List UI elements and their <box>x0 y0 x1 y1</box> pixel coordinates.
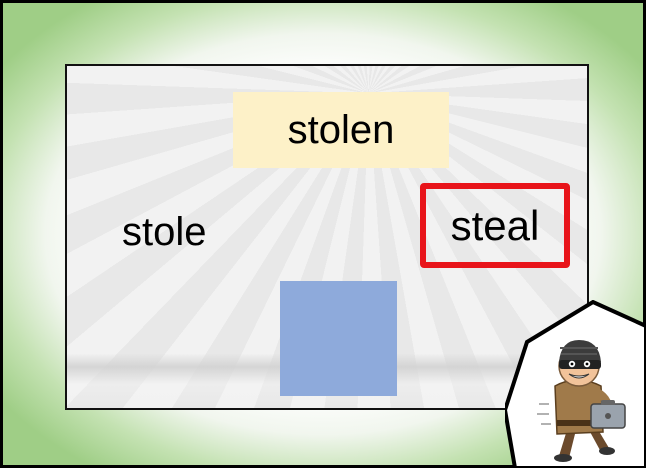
word-card-stole[interactable]: stole <box>122 210 207 254</box>
word-label-steal: steal <box>450 201 540 249</box>
word-card-stolen[interactable]: stolen <box>233 92 449 168</box>
word-label-stolen: stolen <box>287 107 395 152</box>
word-card-steal-selected[interactable]: steal <box>420 183 570 268</box>
drop-target-tile[interactable] <box>280 281 397 396</box>
burglar-icon <box>505 300 646 468</box>
